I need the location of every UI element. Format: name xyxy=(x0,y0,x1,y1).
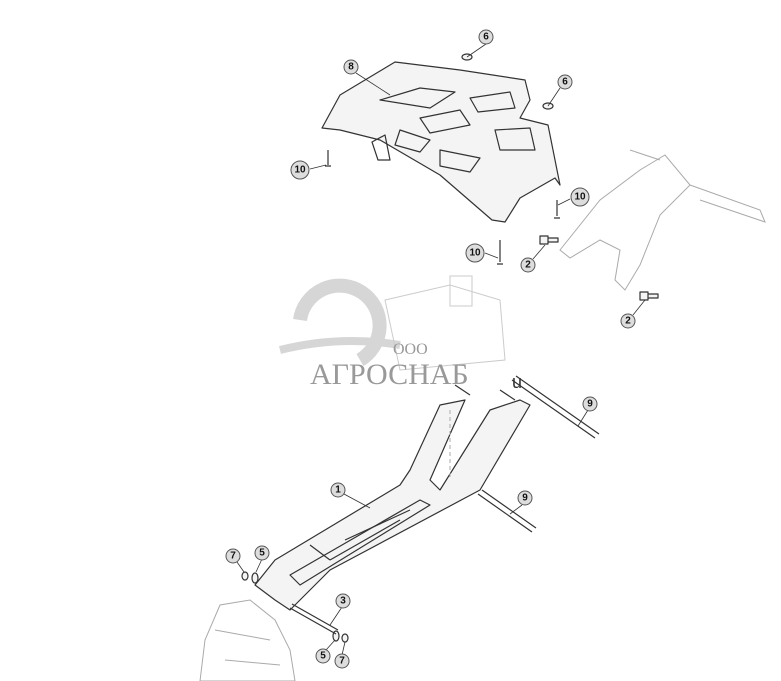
svg-text:9: 9 xyxy=(587,399,593,410)
callout: 2 xyxy=(520,257,536,273)
callout: 7 xyxy=(225,548,241,564)
pins xyxy=(289,375,600,635)
callout: 1 xyxy=(330,482,346,498)
svg-text:10: 10 xyxy=(469,248,481,259)
ghost-swing-arm xyxy=(559,149,766,291)
svg-text:8: 8 xyxy=(348,62,354,73)
callout: 10 xyxy=(290,160,310,180)
callout: 9 xyxy=(582,396,598,412)
watermark-suffix: u xyxy=(512,372,523,392)
mounting-plate xyxy=(321,61,561,223)
callout: 10 xyxy=(465,243,485,263)
svg-text:6: 6 xyxy=(483,32,489,43)
callout: 6 xyxy=(557,74,573,90)
svg-text:9: 9 xyxy=(522,493,528,504)
svg-text:7: 7 xyxy=(339,656,345,667)
callout: 3 xyxy=(335,593,351,609)
svg-text:3: 3 xyxy=(340,596,346,607)
callout: 7 xyxy=(334,653,350,669)
svg-text:10: 10 xyxy=(294,165,306,176)
callout: 2 xyxy=(620,313,636,329)
svg-text:10: 10 xyxy=(574,192,586,203)
callout: 8 xyxy=(343,59,359,75)
svg-text:2: 2 xyxy=(625,316,631,327)
lift-frame xyxy=(254,384,531,611)
watermark-name: АГРОСНАБ xyxy=(310,358,469,391)
svg-text:5: 5 xyxy=(320,651,326,662)
callout: 6 xyxy=(478,29,494,45)
svg-text:1: 1 xyxy=(335,485,341,496)
svg-text:5: 5 xyxy=(259,548,265,559)
watermark-logo xyxy=(279,275,506,371)
gear-icon xyxy=(293,278,387,367)
svg-text:2: 2 xyxy=(525,260,531,271)
ghost-housing xyxy=(199,599,296,681)
callout: 10 xyxy=(570,187,590,207)
svg-text:6: 6 xyxy=(562,77,568,88)
svg-text:7: 7 xyxy=(230,551,236,562)
watermark-prefix: ООО xyxy=(393,341,428,358)
callout: 5 xyxy=(254,545,270,561)
leader-lines xyxy=(236,43,646,656)
callout: 5 xyxy=(315,648,331,664)
callout: 9 xyxy=(517,490,533,506)
